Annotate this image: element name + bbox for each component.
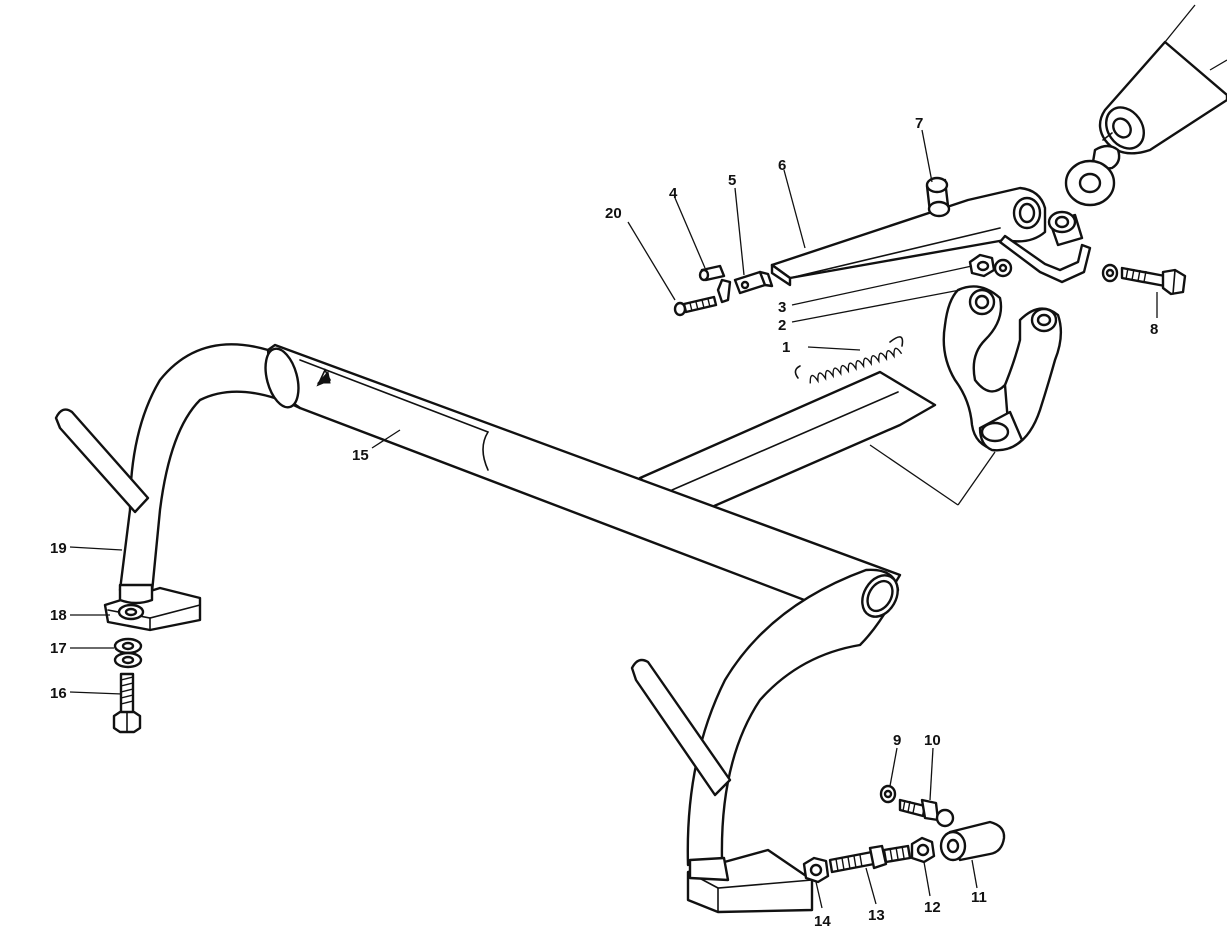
clip-part-5 bbox=[733, 270, 774, 295]
bushing-right bbox=[1047, 210, 1084, 247]
bushing-part-7 bbox=[925, 176, 951, 218]
washers-part-17 bbox=[113, 637, 143, 669]
callout-10: 10 bbox=[924, 732, 941, 749]
leader-lines bbox=[69, 129, 1158, 909]
callouts: 1 2 3 4 5 6 7 8 9 10 11 12 13 14 15 16 1… bbox=[50, 115, 1158, 930]
callout-19: 19 bbox=[50, 540, 67, 557]
callout-14: 14 bbox=[814, 913, 831, 930]
callout-4: 4 bbox=[669, 185, 678, 202]
bolt-part-16 bbox=[112, 672, 142, 734]
spring-part-1 bbox=[794, 336, 904, 384]
foot-part-18 bbox=[103, 583, 202, 632]
screw-part-20 bbox=[673, 295, 718, 317]
pin-part-4 bbox=[698, 264, 732, 304]
nut-part-3 bbox=[968, 253, 996, 278]
washer-part-9 bbox=[879, 784, 897, 804]
callout-2: 2 bbox=[778, 317, 786, 334]
callout-5: 5 bbox=[728, 172, 736, 189]
callout-20: 20 bbox=[605, 205, 622, 222]
ball-stud-part-10 bbox=[898, 798, 955, 828]
callout-16: 16 bbox=[50, 685, 67, 702]
bolt-part-8 bbox=[1101, 263, 1187, 296]
callout-1: 1 bbox=[782, 339, 790, 356]
hydraulic-cylinder bbox=[1064, 4, 1227, 207]
frame-part-15 bbox=[54, 343, 937, 914]
socket-part-11 bbox=[939, 820, 1006, 862]
callout-13: 13 bbox=[868, 907, 885, 924]
adjuster-bolt-part-13 bbox=[828, 844, 912, 874]
arm-part-6 bbox=[770, 186, 1092, 287]
callout-17: 17 bbox=[50, 640, 67, 657]
callout-15: 15 bbox=[352, 447, 369, 464]
callout-7: 7 bbox=[915, 115, 923, 132]
callout-11: 11 bbox=[971, 889, 987, 906]
callout-8: 8 bbox=[1150, 321, 1158, 338]
callout-6: 6 bbox=[778, 157, 786, 174]
callout-3: 3 bbox=[778, 299, 786, 316]
callout-18: 18 bbox=[50, 607, 67, 624]
pivot-brackets bbox=[942, 285, 1063, 452]
washer-part-2 bbox=[993, 258, 1013, 278]
callout-9: 9 bbox=[893, 732, 901, 749]
nut-part-12 bbox=[910, 836, 936, 864]
nut-part-14 bbox=[802, 856, 830, 884]
callout-12: 12 bbox=[924, 899, 941, 916]
